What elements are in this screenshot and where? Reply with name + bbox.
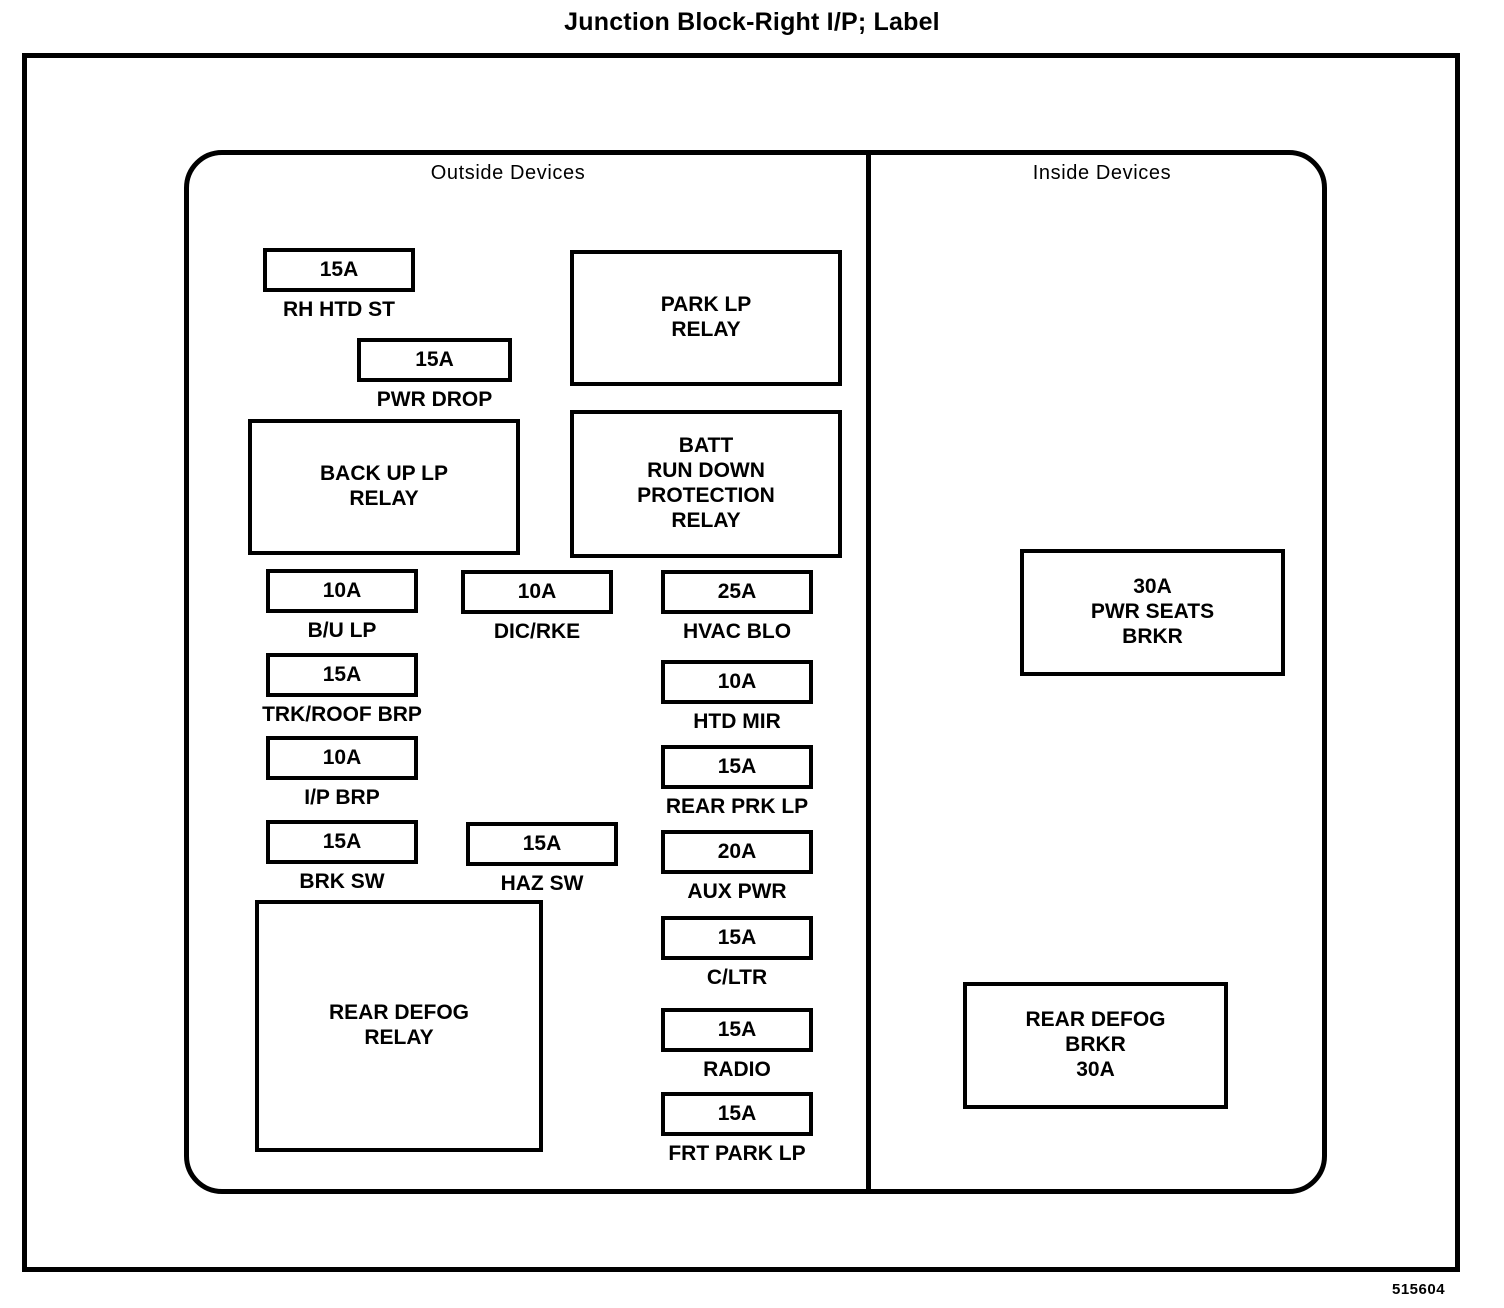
hvac-blo-fuse-caption: HVAC BLO bbox=[682, 620, 792, 643]
rh-htd-st-fuse-rating: 15A bbox=[319, 257, 359, 281]
rear-prk-lp-fuse-caption: REAR PRK LP bbox=[665, 795, 809, 818]
component-htd-mir-fuse: 10A HTD MIR bbox=[661, 660, 813, 733]
park-lp-relay-line-1: RELAY bbox=[671, 318, 741, 341]
pwr-drop-fuse-rating: 15A bbox=[415, 347, 454, 371]
batt-run-down-protection-relay-line-1: RUN DOWN bbox=[647, 459, 765, 483]
batt-run-down-protection-relay-line-0: BATT bbox=[678, 434, 734, 458]
component-radio-fuse: 15A RADIO bbox=[661, 1008, 813, 1081]
bu-lp-fuse-rating: 10A bbox=[322, 578, 362, 602]
aux-pwr-fuse-caption: AUX PWR bbox=[687, 880, 787, 903]
section-divider bbox=[866, 150, 871, 1194]
pwr-seats-brkr-line-0: 30A bbox=[1133, 575, 1172, 599]
brk-sw-fuse-rating: 15A bbox=[322, 829, 362, 853]
dic-rke-fuse-rating: 10A bbox=[517, 579, 557, 603]
pwr-seats-brkr-line-1: PWR SEATS bbox=[1090, 600, 1215, 624]
component-frt-park-lp-fuse: 15A FRT PARK LP bbox=[661, 1092, 813, 1165]
haz-sw-fuse-rating: 15A bbox=[522, 831, 562, 855]
c-ltr-fuse-box: 15A bbox=[661, 916, 813, 960]
brk-sw-fuse-caption: BRK SW bbox=[299, 870, 385, 893]
rear-prk-lp-fuse-box: 15A bbox=[661, 745, 813, 789]
bu-lp-fuse-caption: B/U LP bbox=[307, 619, 377, 642]
frt-park-lp-fuse-box: 15A bbox=[661, 1092, 813, 1136]
radio-fuse-rating: 15A bbox=[717, 1017, 757, 1041]
frt-park-lp-fuse-rating: 15A bbox=[717, 1101, 757, 1125]
pwr-drop-fuse-caption: PWR DROP bbox=[376, 388, 493, 411]
batt-run-down-protection-relay-line-3: RELAY bbox=[671, 508, 741, 532]
batt-run-down-protection-relay-line-2: PROTECTION bbox=[637, 484, 775, 507]
dic-rke-fuse-box: 10A bbox=[461, 570, 613, 614]
rear-defog-relay-line-1: RELAY bbox=[364, 1026, 434, 1049]
rh-htd-st-fuse-box: 15A bbox=[263, 248, 415, 292]
rear-defog-brkr-line-1: BRKR bbox=[1065, 1033, 1126, 1057]
trk-roof-brp-fuse-caption: TRK/ROOF BRP bbox=[262, 703, 422, 726]
frt-park-lp-fuse-caption: FRT PARK LP bbox=[668, 1142, 806, 1165]
component-brk-sw-fuse: 15A BRK SW bbox=[266, 820, 418, 893]
component-trk-roof-brp-fuse: 15A TRK/ROOF BRP bbox=[262, 653, 422, 726]
section-heading-inside-devices: Inside Devices bbox=[1032, 162, 1172, 184]
brk-sw-fuse-box: 15A bbox=[266, 820, 418, 864]
hvac-blo-fuse-box: 25A bbox=[661, 570, 813, 614]
radio-fuse-box: 15A bbox=[661, 1008, 813, 1052]
component-pwr-drop-fuse: 15A PWR DROP bbox=[357, 338, 512, 411]
page-title: Junction Block-Right I/P; Label bbox=[564, 8, 940, 36]
dic-rke-fuse-caption: DIC/RKE bbox=[493, 620, 581, 643]
radio-fuse-caption: RADIO bbox=[703, 1058, 771, 1081]
component-hvac-blo-fuse: 25A HVAC BLO bbox=[661, 570, 813, 643]
rear-prk-lp-fuse-rating: 15A bbox=[717, 754, 757, 778]
component-haz-sw-fuse: 15A HAZ SW bbox=[466, 822, 618, 895]
component-aux-pwr-fuse: 20A AUX PWR bbox=[661, 830, 813, 903]
pwr-seats-brkr-line-2: BRKR bbox=[1122, 624, 1183, 648]
rear-defog-brkr-line-0: REAR DEFOG bbox=[1025, 1008, 1166, 1032]
rear-defog-relay-line-0: REAR DEFOG bbox=[328, 1001, 469, 1025]
htd-mir-fuse-box: 10A bbox=[661, 660, 813, 704]
haz-sw-fuse-box: 15A bbox=[466, 822, 618, 866]
component-bu-lp-fuse: 10A B/U LP bbox=[266, 569, 418, 642]
component-c-ltr-fuse: 15A C/LTR bbox=[661, 916, 813, 989]
ip-brp-fuse-rating: 10A bbox=[322, 745, 362, 769]
ip-brp-fuse-caption: I/P BRP bbox=[304, 786, 380, 809]
park-lp-relay-line-0: PARK LP bbox=[660, 293, 752, 317]
section-heading-outside-devices: Outside Devices bbox=[430, 162, 586, 184]
rh-htd-st-fuse-caption: RH HTD ST bbox=[283, 298, 395, 321]
htd-mir-fuse-caption: HTD MIR bbox=[693, 710, 781, 733]
component-rear-prk-lp-fuse: 15A REAR PRK LP bbox=[661, 745, 813, 818]
bu-lp-fuse-box: 10A bbox=[266, 569, 418, 613]
rear-defog-brkr-line-2: 30A bbox=[1076, 1057, 1115, 1081]
c-ltr-fuse-caption: C/LTR bbox=[706, 966, 768, 989]
back-up-lp-relay-line-0: BACK UP LP bbox=[320, 462, 448, 486]
haz-sw-fuse-caption: HAZ SW bbox=[500, 872, 584, 895]
component-ip-brp-fuse: 10A I/P BRP bbox=[266, 736, 418, 809]
aux-pwr-fuse-rating: 20A bbox=[717, 839, 757, 863]
ip-brp-fuse-box: 10A bbox=[266, 736, 418, 780]
trk-roof-brp-fuse-box: 15A bbox=[266, 653, 418, 697]
c-ltr-fuse-rating: 15A bbox=[717, 925, 757, 949]
hvac-blo-fuse-rating: 25A bbox=[717, 579, 757, 603]
back-up-lp-relay-line-1: RELAY bbox=[349, 487, 419, 510]
trk-roof-brp-fuse-rating: 15A bbox=[322, 662, 362, 686]
htd-mir-fuse-rating: 10A bbox=[717, 669, 757, 693]
figure-number: 515604 bbox=[1392, 1281, 1446, 1298]
component-dic-rke-fuse: 10A DIC/RKE bbox=[461, 570, 613, 643]
pwr-drop-fuse-box: 15A bbox=[357, 338, 512, 382]
aux-pwr-fuse-box: 20A bbox=[661, 830, 813, 874]
component-rh-htd-st-fuse: 15A RH HTD ST bbox=[263, 248, 415, 321]
